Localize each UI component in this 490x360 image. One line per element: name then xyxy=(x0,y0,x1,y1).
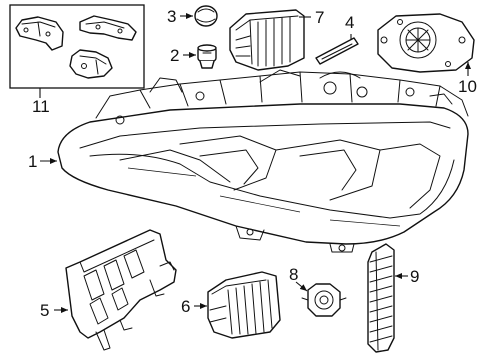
headlamp-assembly xyxy=(57,69,469,253)
callout-5: 5 xyxy=(40,301,49,320)
bracket-kit-group xyxy=(9,4,145,89)
trim-strip xyxy=(315,37,359,65)
control-module xyxy=(229,9,305,71)
leader-8 xyxy=(295,281,308,292)
bulb-cap xyxy=(194,5,218,27)
led-module xyxy=(301,283,347,317)
callout-11: 11 xyxy=(32,97,50,116)
heat-sink xyxy=(367,243,395,353)
bracket-kit-frame xyxy=(9,4,145,89)
callout-1: 1 xyxy=(28,152,37,171)
callout-6: 6 xyxy=(181,297,190,316)
bracket-right xyxy=(79,15,137,41)
callout-8: 8 xyxy=(289,265,298,284)
driver-module xyxy=(207,271,281,339)
lower-bracket xyxy=(65,229,177,351)
callout-9: 9 xyxy=(410,267,419,286)
callout-2: 2 xyxy=(170,46,179,65)
rear-cover xyxy=(377,13,475,73)
callout-7: 7 xyxy=(315,8,324,27)
bulb-socket xyxy=(197,44,217,69)
bracket-left xyxy=(15,16,64,51)
callout-3: 3 xyxy=(167,7,176,26)
bracket-lower xyxy=(69,49,113,79)
callout-10: 10 xyxy=(458,77,477,96)
callout-4: 4 xyxy=(345,13,354,32)
